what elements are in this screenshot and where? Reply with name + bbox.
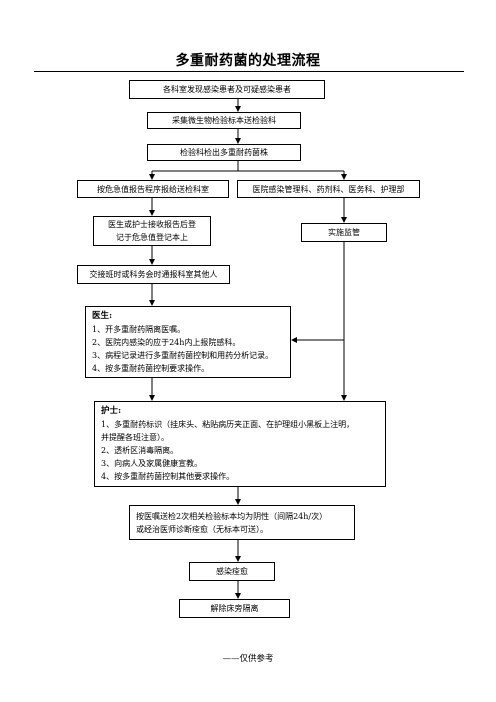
box-departments-text: 医院感染管理科、药剂科、医务科、护理部	[252, 184, 405, 194]
box-report: 按危急值报告程序报给送检科室	[77, 180, 229, 198]
doctor-step-4: 4、按多重耐药菌控制要求操作。	[92, 364, 210, 373]
nurse-step-2: 2、透析区消毒隔离。	[101, 446, 179, 455]
nurse-step-1-cont: 并提醒各班注意）。	[101, 433, 169, 442]
box-report-text: 按危急值报告程序报给送检科室	[97, 184, 209, 194]
nurse-step-4: 4、按多重耐药菌控制其他要求操作。	[101, 472, 235, 481]
box-detect: 检验科检出多重耐药菌株	[147, 144, 301, 161]
box-followup: 按医嘱送检2次相关检验标本均为阴性（间隔24h/次） 或经治医师诊断痊愈（无标本…	[129, 505, 355, 540]
nurse-step-1: 1、多重耐药标识（挂床头、粘贴病历夹正面、在护理组小黑板上注明，	[101, 420, 355, 429]
page-title: 多重耐药菌的处理流程	[175, 53, 321, 69]
box-discover: 各科室发现感染患者及可疑感染患者	[129, 80, 325, 99]
box-cured-text: 感染痊愈	[216, 567, 248, 576]
box-release: 解除床旁隔离	[179, 599, 290, 618]
box-handover: 交接班时或科务会时通报科室其他人	[77, 265, 230, 284]
followup-line-1: 按医嘱送检2次相关检验标本均为阴性（间隔24h/次）	[136, 512, 328, 521]
title-rule	[34, 71, 464, 72]
footer-note: ——仅供参考	[222, 654, 274, 664]
doctor-step-1: 1、开多重耐药隔离医嘱。	[92, 325, 186, 334]
followup-line-2: 或经治医师诊断痊愈（无标本可送）。	[136, 525, 268, 534]
box-nurse: 护士: 1、多重耐药标识（挂床头、粘贴病历夹正面、在护理组小黑板上注明， 并提醒…	[94, 401, 386, 487]
box-receive-line-2: 记于危急值登记本上	[116, 233, 188, 242]
box-supervise: 实施监管	[301, 223, 387, 242]
box-collect-text: 采集微生物检验标本送检验科	[172, 116, 276, 125]
doctor-step-3: 3、病程记录进行多重耐药菌控制和用药分析记录。	[92, 351, 274, 360]
nurse-heading: 护士:	[101, 406, 122, 416]
nurse-step-3: 3、向病人及家属健康宣教。	[101, 459, 203, 468]
box-doctor: 医生: 1、开多重耐药隔离医嘱。 2、医院内感染的应于24h内上报院感科。 3、…	[85, 306, 291, 378]
box-discover-text: 各科室发现感染患者及可疑感染患者	[163, 85, 291, 94]
box-release-text: 解除床旁隔离	[210, 604, 259, 613]
box-departments: 医院感染管理科、药剂科、医务科、护理部	[237, 180, 420, 198]
box-receive-line-1: 医生或护士接收报告后登	[108, 220, 196, 229]
box-collect: 采集微生物检验标本送检验科	[147, 112, 301, 129]
doctor-step-2: 2、医院内感染的应于24h内上报院感科。	[92, 338, 241, 347]
box-handover-text: 交接班时或科务会时通报科室其他人	[89, 270, 218, 279]
box-receive: 医生或护士接收报告后登 记于危急值登记本上	[93, 216, 211, 246]
box-cured: 感染痊愈	[189, 562, 275, 581]
box-detect-text: 检验科检出多重耐药菌株	[180, 148, 268, 157]
doctor-heading: 医生:	[92, 311, 113, 321]
box-supervise-text: 实施监管	[328, 228, 360, 237]
